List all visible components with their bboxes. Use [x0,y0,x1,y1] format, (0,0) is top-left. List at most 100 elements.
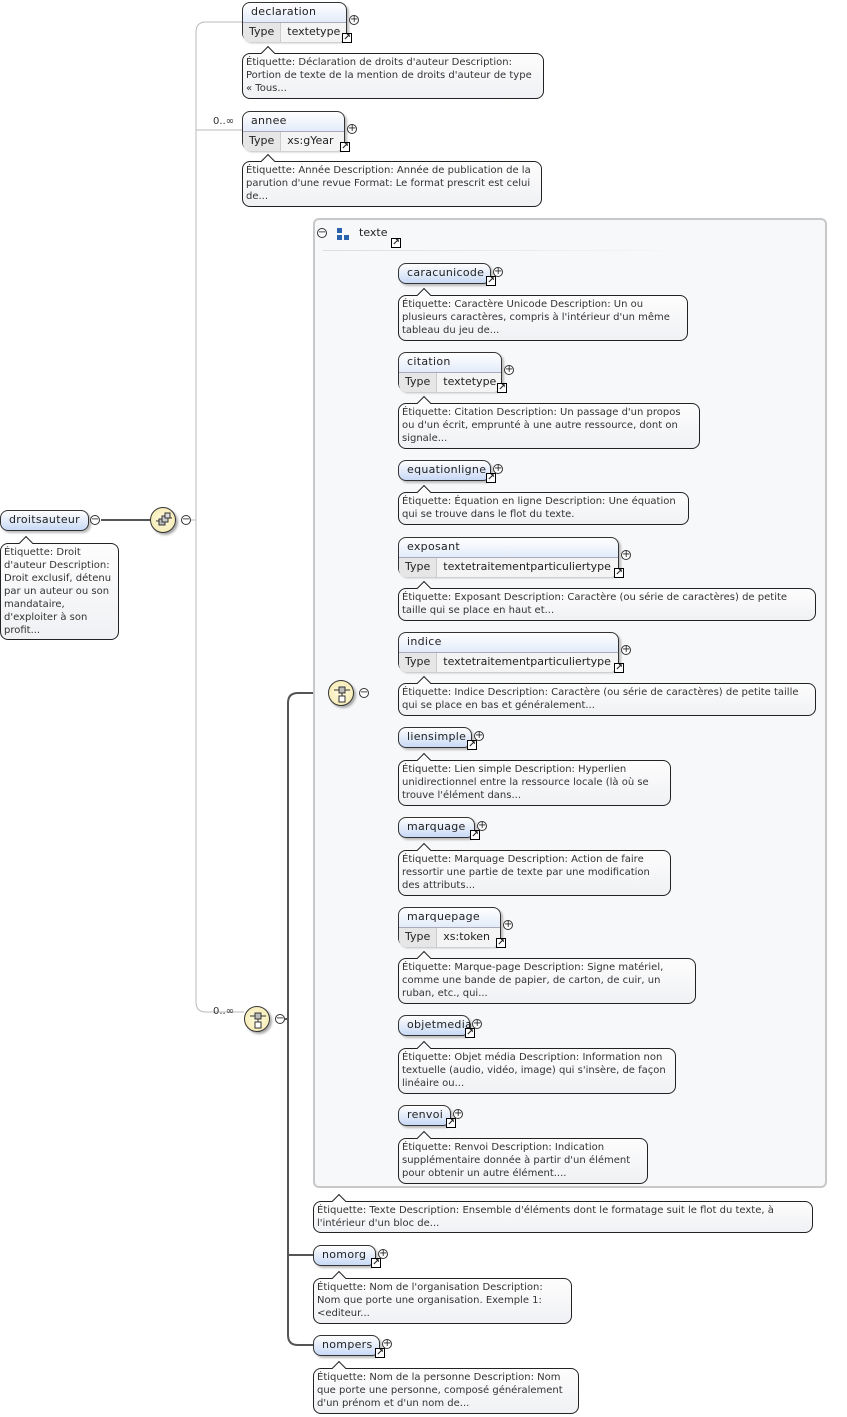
type-label: Type [399,558,438,577]
type-value: xs:gYear [281,132,344,151]
expand-icon[interactable]: + [474,730,484,741]
expand-icon[interactable]: + [503,919,513,930]
type-value: textetraitementparticuliertype [437,653,618,672]
expand-icon[interactable]: + [621,549,631,560]
goto-definition-icon[interactable]: ↗ [446,1118,456,1128]
group-header: − texte ↗ [315,220,825,252]
element-name: nomorg [322,1248,367,1261]
goto-definition-icon[interactable]: ↗ [467,740,477,750]
annotation-objetmedia: Étiquette: Objet média Description: Info… [398,1048,676,1094]
type-value: textetraitementparticuliertype [437,558,618,577]
group-icon [337,228,349,240]
annotation-texte: Étiquette: Texte Description: Ensemble d… [313,1201,813,1233]
choice-compositor-icon[interactable] [244,1006,270,1032]
type-label: Type [399,373,438,392]
goto-definition-icon[interactable]: ↗ [614,663,624,673]
type-label: Type [399,653,438,672]
element-name: annee [251,114,287,127]
expand-icon[interactable]: + [382,1338,392,1349]
type-label: Type [399,928,438,947]
sequence-compositor-icon[interactable] [328,680,354,706]
goto-definition-icon[interactable]: ↗ [486,276,496,286]
collapse-icon[interactable]: − [317,227,327,238]
cardinality-label: 0..∞ [213,116,235,127]
annotation-declaration: Étiquette: Déclaration de droits d'auteu… [242,53,544,99]
annotation-indice: Étiquette: Indice Description: Caractère… [398,683,816,716]
cardinality-label: 0..∞ [213,1006,235,1017]
sequence-compositor-icon[interactable] [150,507,176,533]
element-name: marquepage [407,910,480,923]
goto-definition-icon[interactable]: ↗ [342,33,352,43]
collapse-icon[interactable]: − [181,514,191,525]
goto-definition-icon[interactable]: ↗ [371,1258,381,1268]
annotation-droitsauteur: Étiquette: Droit d'auteur Description: D… [0,543,119,640]
expand-icon[interactable]: + [472,1018,482,1029]
expand-icon[interactable]: + [621,644,631,655]
element-name: objetmedia [407,1018,473,1031]
element-droitsauteur[interactable]: droitsauteur [0,510,89,531]
goto-definition-icon[interactable]: ↗ [496,938,506,948]
annotation-equationligne: Étiquette: Équation en ligne Description… [398,492,689,525]
element-name: equationligne [407,463,487,476]
annotation-nomorg: Étiquette: Nom de l'organisation Descrip… [313,1278,572,1324]
element-caracunicode[interactable]: caracunicode [398,263,491,284]
expand-icon[interactable]: + [493,266,503,277]
element-name: citation [407,355,451,368]
goto-definition-icon[interactable]: ↗ [614,568,624,578]
element-liensimple[interactable]: liensimple [398,727,472,748]
expand-icon[interactable]: + [378,1248,388,1259]
type-value: xs:token [437,928,500,947]
annotation-exposant: Étiquette: Exposant Description: Caractè… [398,588,816,621]
element-name: droitsauteur [9,513,80,526]
element-name: exposant [407,540,460,553]
expand-icon[interactable]: + [493,463,503,474]
goto-definition-icon[interactable]: ↗ [340,142,350,152]
collapse-icon[interactable]: − [359,687,369,698]
element-name: renvoi [407,1108,444,1121]
goto-definition-icon[interactable]: ↗ [497,383,507,393]
type-label: Type [243,132,282,151]
expand-icon[interactable]: + [477,820,487,831]
element-name: declaration [251,5,317,18]
annotation-citation: Étiquette: Citation Description: Un pass… [398,403,700,449]
collapse-icon[interactable]: − [275,1013,285,1024]
element-equationligne[interactable]: equationligne [398,460,491,481]
element-marquage[interactable]: marquage [398,817,475,838]
element-objetmedia[interactable]: objetmedia [398,1015,473,1036]
goto-definition-icon[interactable]: ↗ [486,473,496,483]
annotation-nompers: Étiquette: Nom de la personne Descriptio… [313,1368,579,1414]
annotation-caracunicode: Étiquette: Caractère Unicode Description… [398,295,688,341]
expand-icon[interactable]: + [453,1108,463,1119]
annotation-liensimple: Étiquette: Lien simple Description: Hype… [398,760,671,806]
annotation-marquage: Étiquette: Marquage Description: Action … [398,850,671,896]
expand-icon[interactable]: + [504,364,514,375]
group-separator [323,250,695,251]
goto-definition-icon[interactable]: ↗ [470,830,480,840]
goto-definition-icon[interactable]: ↗ [375,1348,385,1358]
goto-definition-icon[interactable]: ↗ [465,1028,475,1038]
element-renvoi[interactable]: renvoi [398,1105,451,1126]
expand-icon[interactable]: + [347,123,357,134]
collapse-icon[interactable]: − [90,514,100,525]
annotation-marquepage: Étiquette: Marque-page Description: Sign… [398,958,696,1004]
type-label: Type [243,23,282,42]
element-name: nompers [322,1338,373,1351]
element-nompers[interactable]: nompers [313,1335,380,1356]
group-name: texte [359,226,388,239]
element-nomorg[interactable]: nomorg [313,1245,376,1266]
type-value: textetype [281,23,346,42]
goto-definition-icon[interactable]: ↗ [391,238,401,248]
element-name: liensimple [407,730,467,743]
expand-icon[interactable]: + [349,14,359,25]
